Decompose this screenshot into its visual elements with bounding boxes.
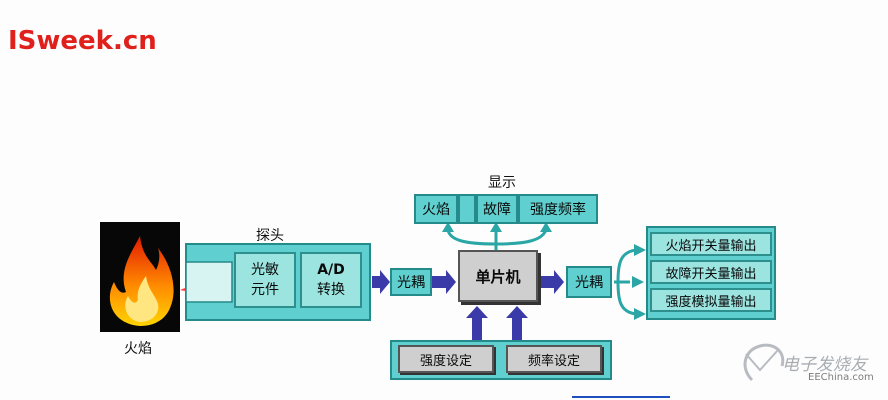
mcu-box: 单片机 [458,250,538,302]
display-cell-flame: 火焰 [414,194,458,224]
display-cell-fault: 故障 [476,194,518,224]
sensor-line-2: 元件 [251,282,279,298]
flame-label: 火焰 [124,341,152,357]
optocoupler-right-box: 光耦 [566,266,612,298]
watermark-name: 电子发烧友 [782,355,867,375]
flame-panel [100,222,180,332]
optocoupler-left-box: 光耦 [390,268,432,296]
site-logo: ISweek.cn [8,26,157,56]
output-strength-analog: 强度模拟量输出 [650,288,772,312]
strength-setting-box: 强度设定 [398,345,494,373]
output-strength-analog-label: 强度模拟量输出 [665,294,757,310]
strength-setting-label: 强度设定 [419,353,472,369]
optocoupler-left-label: 光耦 [397,275,425,291]
output-fault-switch: 故障开关量输出 [650,260,772,284]
output-connector [614,248,637,316]
arrow-mcu-to-coupler [540,270,564,294]
arrow-probe-to-coupler [372,270,390,294]
arrow-frequency-setting-to-mcu [506,306,528,340]
optocoupler-right-label: 光耦 [575,275,603,291]
ad-line-1: A/D [317,262,345,278]
display-cell-strength-frequency-label: 强度频率 [530,202,586,218]
ad-converter-box: A/D 转换 [300,252,362,308]
display-cell-strength-frequency: 强度频率 [518,194,598,224]
display-cell-fault-label: 故障 [483,202,511,218]
sensor-line-1: 光敏 [251,262,279,278]
output-flame-switch-label: 火焰开关量输出 [665,238,757,254]
bottom-highlight-line [572,396,670,398]
arrow-strength-setting-to-mcu [466,306,488,340]
display-connector [446,229,548,250]
frequency-setting-box: 频率设定 [506,345,602,373]
probe-label: 探头 [256,228,284,244]
display-cell-flame-label: 火焰 [422,202,450,218]
photosensitive-element-box: 光敏 元件 [234,252,296,308]
display-cell-fault-spacer [458,194,476,224]
frequency-setting-label: 频率设定 [527,353,580,369]
ad-line-2: 转换 [317,282,345,298]
mcu-label: 单片机 [475,267,521,286]
output-flame-switch: 火焰开关量输出 [650,232,772,256]
arrow-coupler-to-mcu [432,270,456,294]
output-fault-switch-label: 故障开关量输出 [665,266,757,282]
watermark-url: EEChina.com [808,372,874,383]
display-label: 显示 [488,175,516,191]
